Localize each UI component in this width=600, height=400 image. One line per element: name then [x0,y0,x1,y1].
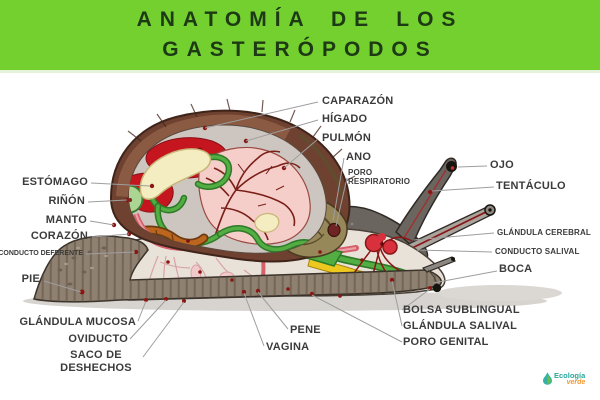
label-poro-genital: PORO GENITAL [403,336,489,348]
page-title-line1: ANATOMÍA DE LOS [136,7,464,31]
respiratory-pore [327,222,341,238]
label-bolsa-sublingual: BOLSA SUBLINGUAL [403,304,520,316]
logo-word2: verde [566,378,586,386]
leader-lines [43,101,498,358]
head-front [421,256,456,293]
marker-dots [79,125,432,303]
label-boca: BOCA [499,263,533,275]
eye-dot [446,161,457,172]
label-ano: ANO [346,151,372,163]
label-glandula-mucosa: GLÁNDULA MUCOSA [19,316,136,328]
label-vagina: VAGINA [266,341,310,353]
logo-word1: Ecología [554,371,586,380]
foot-speckles [57,246,108,286]
label-conducto-deferente: CONDUCTO DEFERENTE [0,250,83,257]
mouth-dot [432,283,442,293]
label-oviducto: OVIDUCTO [68,333,128,345]
label-pie: PIE [21,273,40,285]
label-poro-respiratorio: PORO RESPIRATORIO [348,168,411,187]
label-pulmon: PULMÓN [322,132,371,144]
label-conducto-salival: CONDUCTO SALIVAL [495,247,580,256]
label-estomago: ESTÓMAGO [22,176,88,188]
label-ojo: OJO [490,159,514,171]
page-title-line2: GASTERÓPODOS [162,38,438,61]
label-rinon: RIÑÓN [48,195,85,207]
title-banner: ANATOMÍA DE LOS GASTERÓPODOS [0,0,600,73]
shell-ribs [127,98,356,183]
label-caparazon: CAPARAZÓN [322,95,394,107]
label-higado: HÍGADO [322,113,368,125]
label-manto: MANTO [45,214,87,226]
label-corazon: CORAZÓN [30,230,88,242]
label-glandula-salival: GLÁNDULA SALIVAL [403,320,518,332]
droplet-leaf-icon [543,372,552,385]
stomach [139,148,212,200]
label-pene: PENE [290,324,321,336]
label-saco-de-deshechos: SACO DE DESHECHOS [60,349,132,374]
upper-tentacle [395,157,457,248]
snail-shell [109,98,356,263]
brand-logo: Ecología verde [543,372,585,386]
kidney [129,184,144,214]
label-tentaculo: TENTÁCULO [496,180,566,192]
label-glandula-cerebral: GLÁNDULA CEREBRAL [497,228,591,237]
